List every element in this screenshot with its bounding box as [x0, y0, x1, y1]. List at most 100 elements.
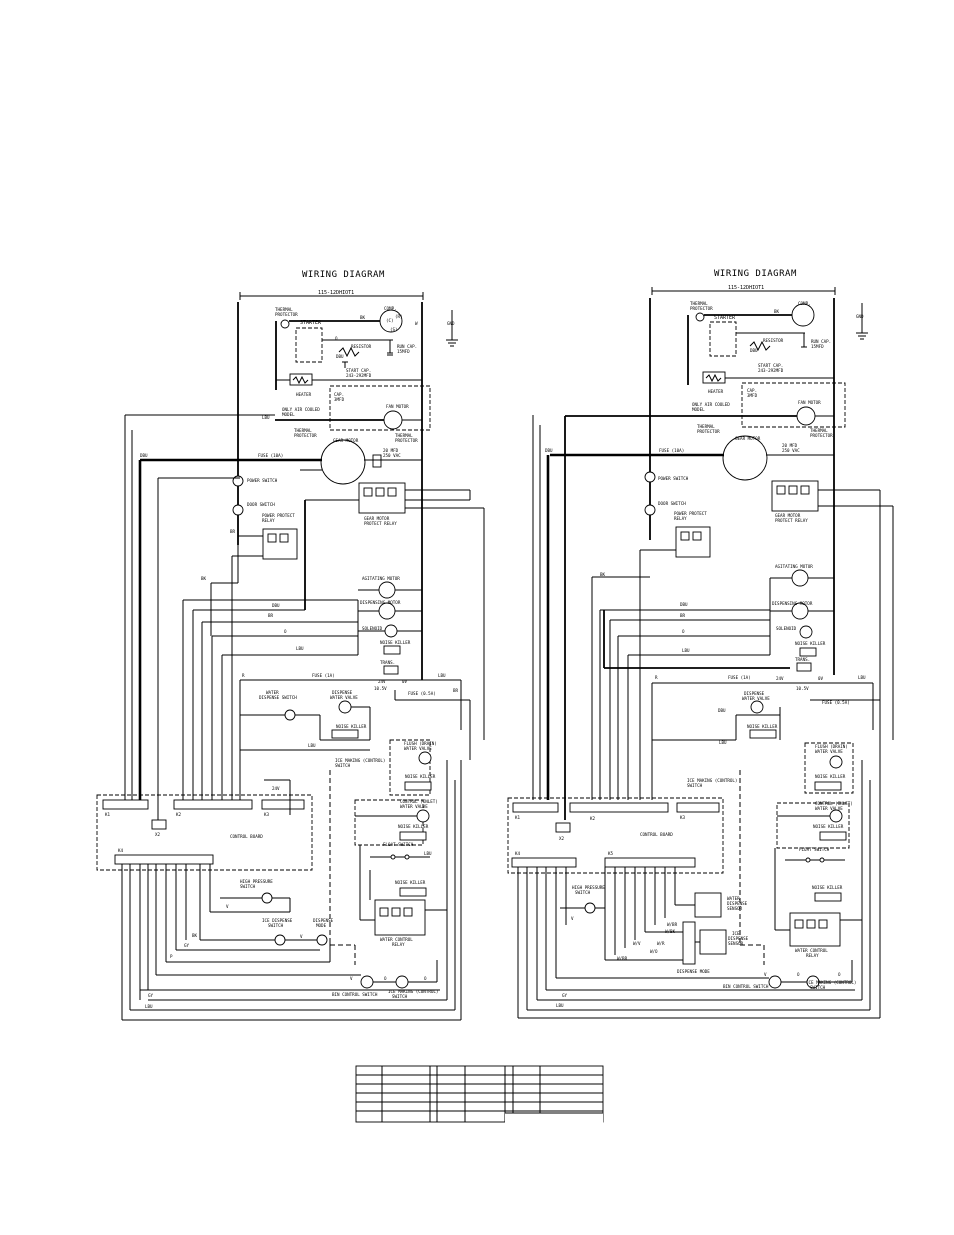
transformer-icon [383, 665, 399, 675]
gear-motor-label: GEAR MOTOR [333, 438, 359, 443]
svg-text:X2: X2 [559, 836, 565, 841]
starter-label: STARTER [300, 320, 322, 326]
water-dispense-sensor-icon [694, 892, 722, 918]
gear-motor-protect-relay-label: PROTECT RELAY [364, 521, 397, 526]
svg-text:ONLY AIR COOLED: ONLY AIR COOLED [282, 407, 320, 412]
only-air-cooled-label: MODEL [282, 412, 295, 417]
svg-text:K1: K1 [105, 812, 111, 817]
agitating-motor-icon [378, 581, 396, 599]
svg-text:V: V [226, 904, 229, 909]
svg-text:RELAY: RELAY [674, 516, 687, 521]
svg-text:DISPENSE: DISPENSE [744, 691, 765, 696]
svg-text:LBU: LBU [296, 646, 304, 651]
svg-text:250 VAC: 250 VAC [782, 448, 800, 453]
svg-text:250 VAC: 250 VAC [383, 453, 401, 458]
svg-text:DBU: DBU [680, 602, 688, 607]
svg-text:15MFD: 15MFD [397, 349, 410, 354]
svg-text:PROTECTOR: PROTECTOR [810, 433, 833, 438]
agitating-motor-label: AGITATING MOTOR [362, 576, 400, 581]
svg-text:PROTECTOR: PROTECTOR [395, 438, 418, 443]
wire-legend-table [355, 1065, 604, 1123]
solenoid-label: SOLENOID [362, 626, 383, 631]
gear-motor-protect-relay-box [358, 482, 406, 514]
noise-killer-label: NOISE KILLER [380, 640, 411, 645]
water-dispense-sensor-label: SENSOR [727, 906, 743, 911]
svg-text:DISPENSE: DISPENSE [313, 918, 334, 923]
svg-text:K5: K5 [608, 851, 614, 856]
ice-dispense-switch-icon [274, 934, 286, 946]
svg-text:NOISE KILLER: NOISE KILLER [336, 724, 367, 729]
svg-text:V: V [300, 934, 303, 939]
svg-text:20 MFD: 20 MFD [383, 448, 399, 453]
left-diagram-title: WIRING DIAGRAM [302, 270, 385, 280]
svg-text:SWITCH: SWITCH [392, 994, 408, 999]
gear-motor-icon [320, 439, 366, 485]
svg-text:K4: K4 [118, 848, 124, 853]
svg-text:DBU: DBU [750, 348, 758, 353]
svg-text:BK: BK [360, 315, 366, 320]
dispense-water-valve-label: WATER VALVE [330, 695, 358, 700]
svg-text:NOISE KILLER: NOISE KILLER [398, 824, 429, 829]
fan-motor-icon [383, 410, 403, 430]
svg-text:3MFD: 3MFD [747, 393, 758, 398]
starter-box [295, 327, 323, 363]
svg-text:K1: K1 [515, 815, 521, 820]
float-switch-label: FLOAT SWITCH [383, 842, 414, 847]
svg-text:BR: BR [268, 613, 274, 618]
fuse-1a-label: FUSE (1A) [312, 673, 335, 678]
door-switch-icon [232, 504, 244, 516]
svg-text:NOISE KILLER: NOISE KILLER [395, 880, 426, 885]
svg-text:PROTECTOR: PROTECTOR [294, 433, 317, 438]
dispense-mode-label: MODE [316, 923, 327, 928]
svg-text:BIN CONTROL SWITCH: BIN CONTROL SWITCH [723, 984, 769, 989]
svg-text:RUN CAP.: RUN CAP. [397, 344, 417, 349]
comp-label: COMP. [384, 306, 397, 311]
svg-text:HIGH PRESSURE: HIGH PRESSURE [240, 879, 273, 884]
svg-text:ONLY AIR COOLED: ONLY AIR COOLED [692, 402, 730, 407]
svg-text:BK: BK [201, 576, 207, 581]
svg-text:BK: BK [600, 572, 606, 577]
svg-text:V: V [571, 916, 574, 921]
svg-text:V: V [764, 972, 767, 977]
svg-text:ICE MAKING (CONTROL): ICE MAKING (CONTROL) [335, 758, 385, 763]
resistor-icon [338, 346, 360, 358]
svg-text:POWER PROTECT: POWER PROTECT [262, 513, 295, 518]
svg-text:RELAY: RELAY [806, 953, 819, 958]
svg-text:GND: GND [856, 314, 864, 319]
cap-label: 3MFD [334, 397, 345, 402]
svg-text:FUSE (10A): FUSE (10A) [659, 448, 684, 453]
svg-text:NOISE KILLER: NOISE KILLER [747, 724, 778, 729]
power-switch-label: POWER SWITCH [247, 478, 278, 483]
resistor-label: RESISTOR [351, 344, 372, 349]
svg-text:V: V [350, 976, 353, 981]
svg-text:NOISE KILLER: NOISE KILLER [795, 641, 826, 646]
solenoid-icon [384, 624, 398, 638]
svg-text:(S): (S) [390, 327, 398, 332]
svg-text:DBU: DBU [140, 453, 148, 458]
svg-text:MODEL: MODEL [692, 407, 705, 412]
svg-text:HEATER: HEATER [708, 389, 724, 394]
left-model-label: 115-12DHIOT1 [318, 290, 354, 296]
svg-text:WATER VALVE: WATER VALVE [815, 806, 843, 811]
flush-drain-water-valve-label: WATER VALVE [404, 746, 432, 751]
svg-text:K2: K2 [590, 816, 596, 821]
svg-text:THERMAL: THERMAL [810, 428, 828, 433]
svg-text:O: O [424, 976, 427, 981]
svg-text:BR: BR [453, 688, 459, 693]
right-dispense-mode-label: DISPENSE MODE [677, 969, 710, 974]
svg-text:DISPENSE: DISPENSE [727, 901, 748, 906]
right-control-board-label: CONTROL BOARD [640, 832, 673, 837]
svg-text:DBU: DBU [336, 354, 344, 359]
svg-text:LBU: LBU [145, 1004, 153, 1009]
svg-text:PROTECT RELAY: PROTECT RELAY [775, 518, 808, 523]
svg-text:RUN CAP.: RUN CAP. [811, 339, 831, 344]
svg-text:SWITCH: SWITCH [687, 783, 703, 788]
svg-text:BK: BK [774, 309, 780, 314]
svg-text:ICE: ICE [732, 931, 740, 936]
svg-text:R: R [655, 675, 658, 680]
svg-text:W: W [415, 321, 418, 326]
svg-text:THERMAL: THERMAL [697, 424, 715, 429]
svg-text:HIGH PRESSURE: HIGH PRESSURE [572, 885, 605, 890]
svg-text:243-292MFD: 243-292MFD [346, 373, 372, 378]
